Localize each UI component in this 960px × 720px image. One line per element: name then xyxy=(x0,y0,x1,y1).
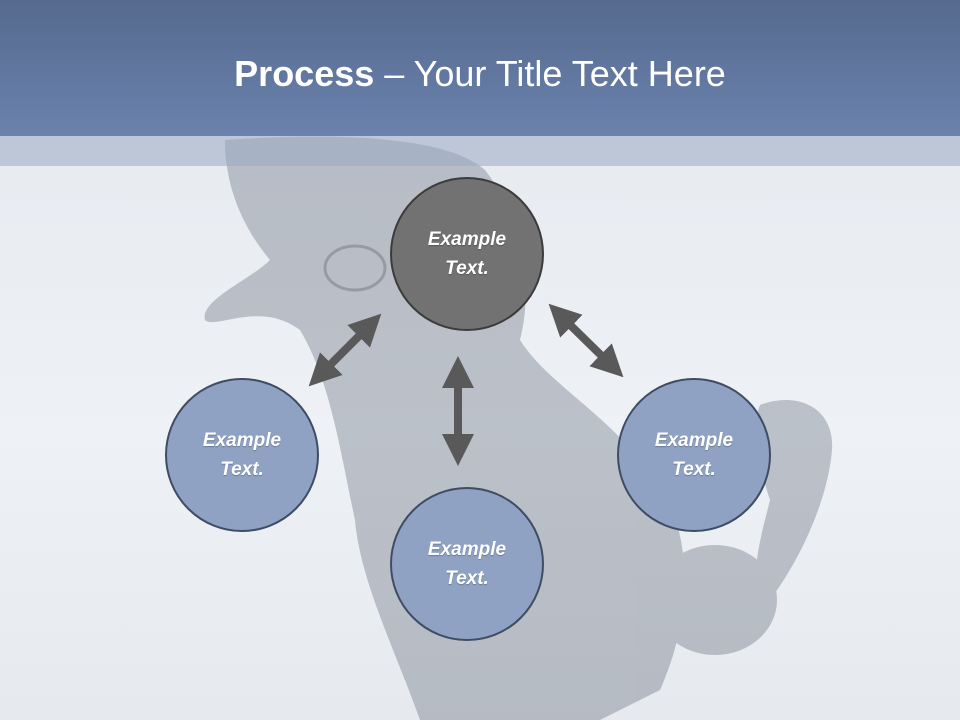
arrow-top-right[interactable] xyxy=(548,303,624,378)
title-bar xyxy=(0,0,960,136)
title-rest-part: – Your Title Text Here xyxy=(374,53,726,94)
node-right-label: Example Text. xyxy=(654,430,734,480)
node-left-label: Example Text. xyxy=(202,430,282,480)
arrow-top-left[interactable] xyxy=(308,313,382,387)
process-node-bottom[interactable]: Example Text. xyxy=(390,487,544,641)
node-bottom-label: Example Text. xyxy=(427,539,507,589)
node-top-label: Example Text. xyxy=(427,229,507,279)
process-node-left[interactable]: Example Text. xyxy=(165,378,319,532)
title-bold-part: Process xyxy=(234,53,375,94)
slide-title[interactable]: Process – Your Title Text Here xyxy=(0,52,960,96)
process-node-right[interactable]: Example Text. xyxy=(617,378,771,532)
process-node-top[interactable]: Example Text. xyxy=(390,177,544,331)
title-bar-band xyxy=(0,136,960,166)
